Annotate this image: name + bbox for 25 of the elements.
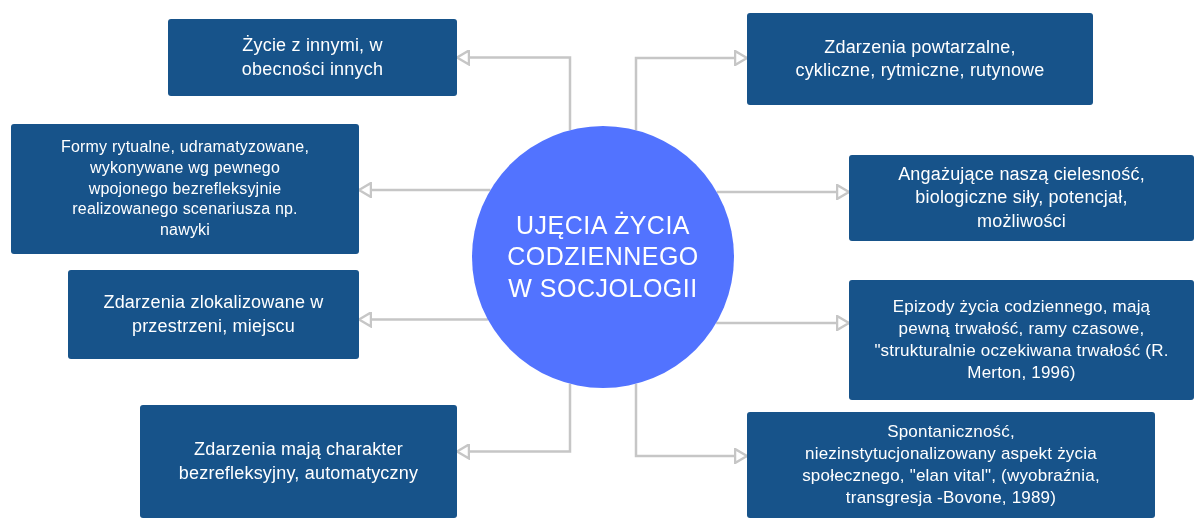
concept-text: Angażujące naszą cielesność, biologiczne siły, potencjał, możliwości — [897, 162, 1146, 233]
arrow — [455, 49, 572, 131]
arrow — [716, 183, 851, 201]
arrow — [455, 383, 572, 460]
concept-box — [849, 155, 1194, 241]
concept-text: Spontaniczność, niezinstytucjonalizowany aspekt życia społecznego, "elan vital", (wyobraźnia, transgresja -Bovone, 1989) — [801, 420, 1101, 510]
arrow — [634, 49, 749, 131]
concept-box — [68, 270, 359, 359]
arrow — [357, 311, 488, 328]
topic-title: UJĘCIA ŻYCIA CODZIENNEGO W SOCJOLOGII — [506, 210, 700, 304]
concept-text: Epizody życia codziennego, mają pewną trwałość, ramy czasowe, "strukturalnie oczekiwana trwałość (R. Merton, 1996) — [873, 295, 1170, 385]
concept-box — [849, 280, 1194, 400]
concept-text: Życie z innymi, w obecności innych — [240, 34, 385, 81]
concept-box — [747, 13, 1093, 105]
concept-box — [747, 412, 1155, 518]
concept-box — [11, 124, 359, 254]
concept-text: Zdarzenia powtarzalne, cykliczne, rytmiczne, rutynowe — [794, 35, 1046, 82]
concept-text: Formy rytualne, udramatyzowane, wykonywane wg pewnego wpojonego bezrefleksyjnie realizowanego scenariusza np. nawyki — [59, 137, 311, 241]
concept-text: Zdarzenia zlokalizowane w przestrzeni, miejscu — [102, 291, 325, 338]
concept-text: Zdarzenia mają charakter bezrefleksyjny, automatyczny — [177, 438, 420, 485]
arrow — [716, 314, 851, 332]
concept-box — [168, 19, 457, 96]
arrow — [634, 383, 749, 465]
arrow — [357, 181, 491, 199]
concept-box — [140, 405, 457, 518]
